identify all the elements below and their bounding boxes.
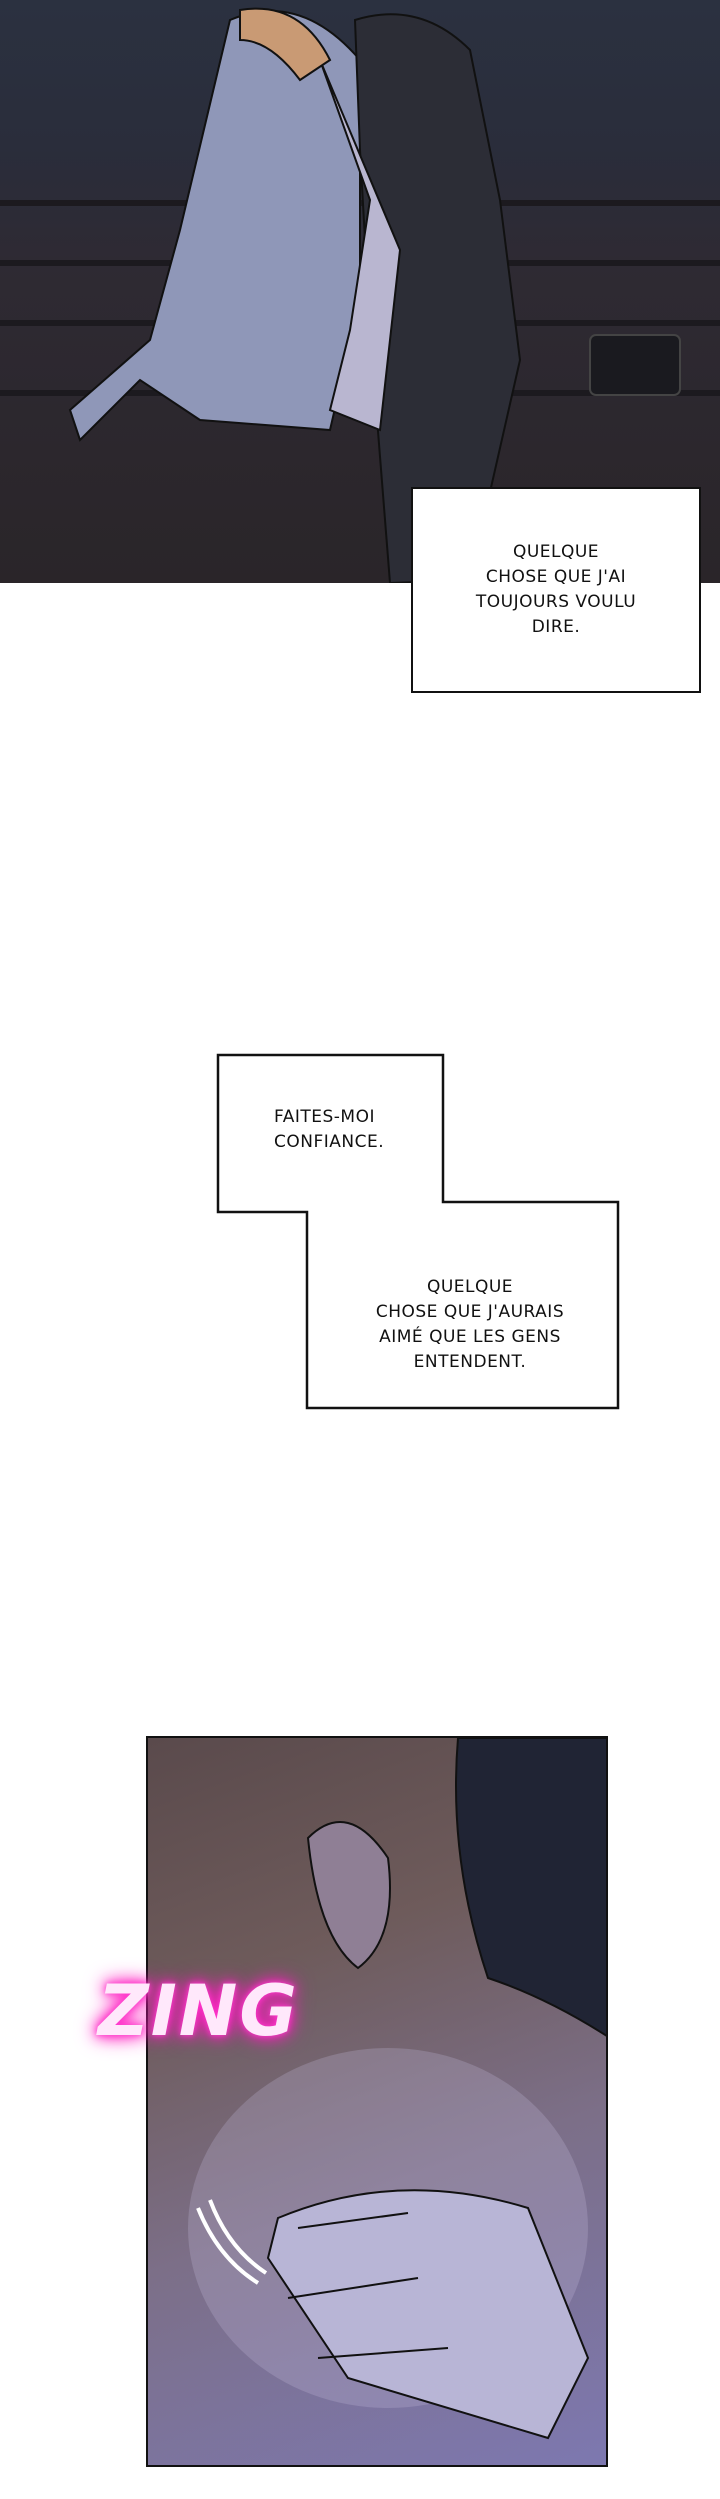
caption-text-wish: QUELQUE CHOSE QUE J'AURAIS AIMÉ QUE LES …: [375, 1277, 565, 1372]
sfx-zing: ZING: [98, 1970, 299, 2052]
caption-box: QUELQUE CHOSE QUE J'AI TOUJOURS VOULU DI…: [411, 487, 701, 693]
caption-text-trust: FAITES-MOI CONFIANCE.: [274, 1107, 385, 1152]
closeup-illustration: [188, 1738, 606, 2440]
comic-panel-embrace: [0, 0, 720, 583]
caption-box-outline: [216, 1053, 620, 1410]
comic-panel-closeup: [146, 1736, 608, 2467]
couple-illustration: [68, 7, 681, 583]
